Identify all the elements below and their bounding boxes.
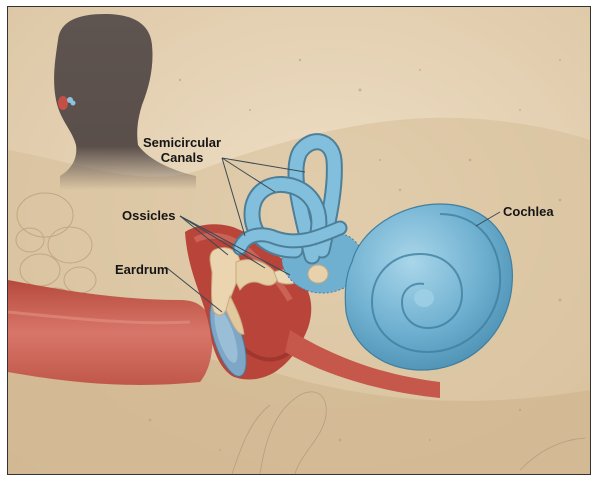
oval-window bbox=[308, 265, 328, 283]
semicircular-canals-label-line1: Semicircular bbox=[143, 135, 221, 150]
semicircular-canals-label: Semicircular Canals bbox=[143, 135, 221, 165]
cochlea-label: Cochlea bbox=[503, 204, 554, 219]
eardrum-label: Eardrum bbox=[115, 262, 168, 277]
semicircular-canals-label-line2: Canals bbox=[143, 150, 221, 165]
ossicles-label: Ossicles bbox=[122, 208, 176, 223]
